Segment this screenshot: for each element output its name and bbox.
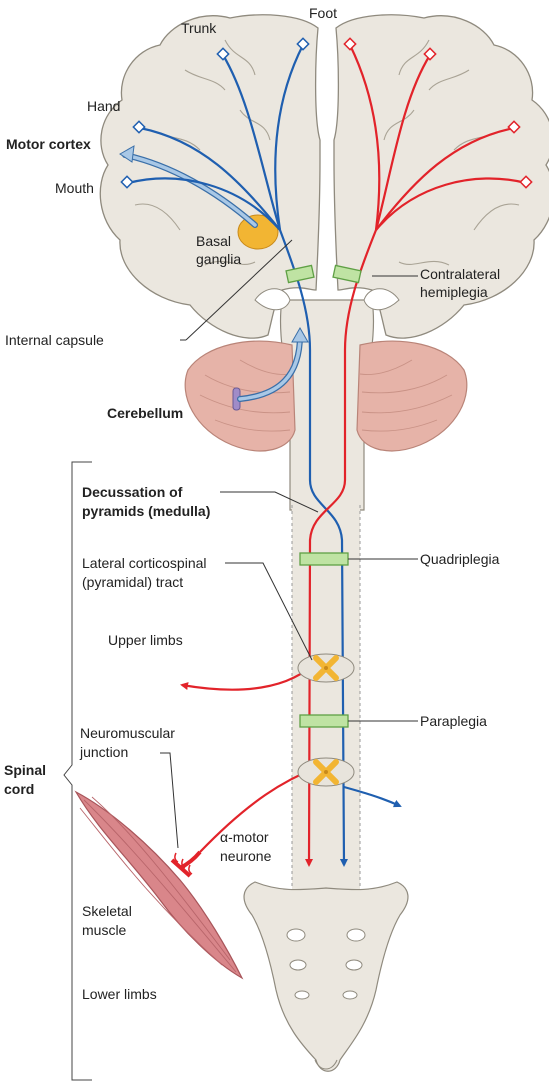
label-upper-limbs: Upper limbs xyxy=(108,632,183,649)
label-alpha-motor-1: α-motor xyxy=(220,829,269,846)
label-neuromuscular-2: junction xyxy=(80,744,128,761)
spinal-cross-section-upper xyxy=(298,654,354,682)
label-skeletal-1: Skeletal xyxy=(82,903,132,920)
label-decussation-1: Decussation of xyxy=(82,484,182,501)
label-trunk: Trunk xyxy=(181,20,216,37)
label-spinal-2: cord xyxy=(4,781,34,798)
label-lower-limbs: Lower limbs xyxy=(82,986,157,1003)
label-mouth: Mouth xyxy=(55,180,94,197)
label-foot: Foot xyxy=(309,5,337,22)
sacrum xyxy=(244,882,408,1071)
label-decussation-2: pyramids (medulla) xyxy=(82,503,210,520)
label-basal-ganglia-2: ganglia xyxy=(196,251,241,268)
label-hand: Hand xyxy=(87,98,120,115)
label-paraplegia: Paraplegia xyxy=(420,713,487,730)
label-alpha-motor-2: neurone xyxy=(220,848,271,865)
label-spinal-1: Spinal xyxy=(4,762,46,779)
label-neuromuscular-1: Neuromuscular xyxy=(80,725,175,742)
label-internal-capsule: Internal capsule xyxy=(5,332,104,349)
label-contralateral-2: hemiplegia xyxy=(420,284,488,301)
label-basal-ganglia-1: Basal xyxy=(196,233,231,250)
skeletal-muscle xyxy=(76,792,242,978)
label-cerebellum: Cerebellum xyxy=(107,405,183,422)
neuromuscular-end-plate xyxy=(172,852,200,876)
label-lateral-tract-2: (pyramidal) tract xyxy=(82,574,183,591)
label-lateral-tract-1: Lateral corticospinal xyxy=(82,555,207,572)
label-contralateral-1: Contralateral xyxy=(420,266,500,283)
spinal-cross-section-lower xyxy=(298,758,354,786)
label-skeletal-2: muscle xyxy=(82,922,126,939)
label-quadriplegia: Quadriplegia xyxy=(420,551,499,568)
label-motor-cortex: Motor cortex xyxy=(6,136,91,153)
